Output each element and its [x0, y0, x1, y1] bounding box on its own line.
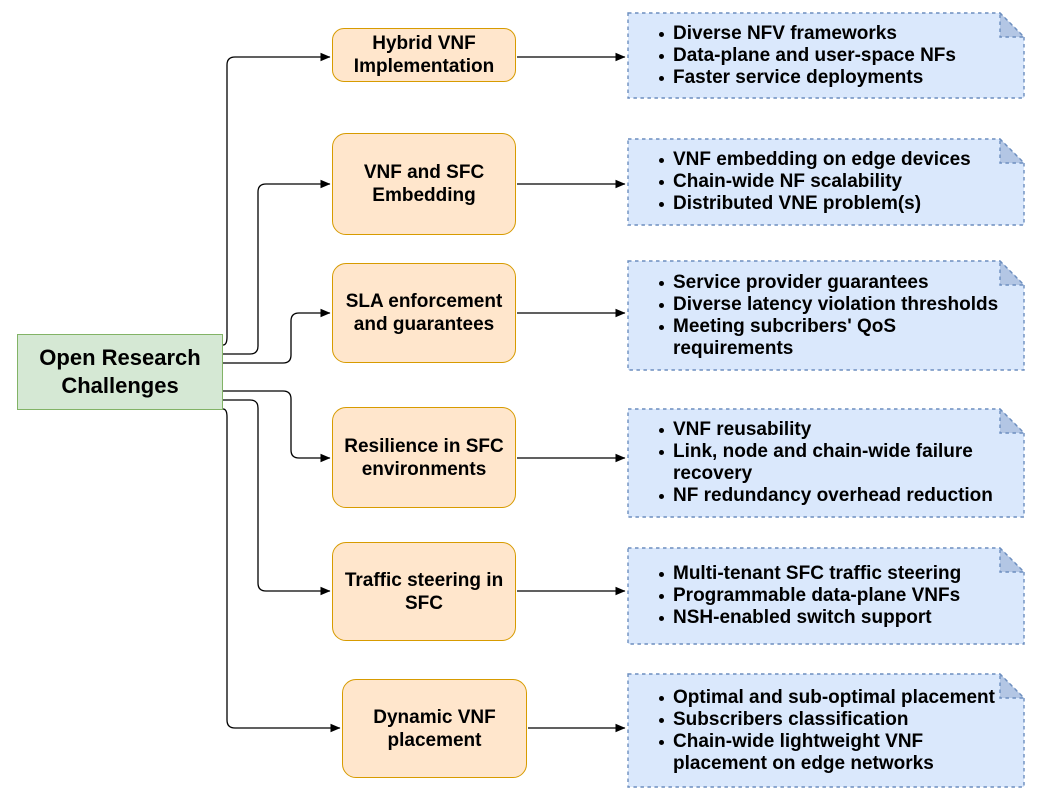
note-border	[627, 408, 1025, 518]
note-bullet: VNF embedding on edge devices	[659, 149, 1019, 171]
branch-node-label: VNF and SFC Embedding	[363, 162, 485, 206]
note-border	[627, 260, 1025, 371]
note-fold-icon	[999, 673, 1025, 699]
connector-root-to-resilience	[223, 390, 331, 463]
root-node-label: Open Research Challenges	[39, 345, 201, 398]
note-fold-icon	[999, 260, 1025, 286]
note-bullet: Faster service deployments	[659, 67, 1019, 89]
connector-root-to-hybrid-vnf	[222, 52, 331, 346]
note-fold-icon	[999, 138, 1025, 164]
note-bullet-list: Multi-tenant SFC traffic steering Progra…	[627, 563, 1025, 629]
note-bullet-list: VNF reusability Link, node and chain-wid…	[627, 419, 1025, 507]
note-border	[627, 547, 1025, 645]
note-bullet: Chain-wide lightweight VNF placement on …	[659, 731, 1019, 775]
note-dynamic-vnf-placement: Optimal and sub-optimal placement Subscr…	[627, 673, 1025, 788]
note-bullet: Distributed VNE problem(s)	[659, 193, 1019, 215]
note-bullet: Diverse latency violation thresholds	[659, 294, 1019, 316]
connector-root-to-vnf-sfc-embedding	[223, 179, 331, 355]
note-bullet: Data-plane and user-space NFs	[659, 45, 1019, 67]
note-bullet: Chain-wide NF scalability	[659, 171, 1019, 193]
note-bullet: Subscribers classification	[659, 709, 1019, 731]
note-bullet-list: Optimal and sub-optimal placement Subscr…	[627, 687, 1025, 775]
branch-node-label: Traffic steering in SFC	[344, 569, 504, 614]
note-border	[627, 138, 1025, 226]
branch-node-label: Resilience in SFC environments	[344, 435, 504, 480]
branch-node-label: Dynamic VNF placement	[373, 706, 496, 751]
root-node-open-research-challenges: Open Research Challenges	[17, 334, 223, 410]
branch-node-sla-enforcement-and-guarantees: SLA enforcement and guarantees	[332, 263, 516, 363]
note-bullet-list: Service provider guarantees Diverse late…	[627, 272, 1025, 360]
connector-root-to-dynamic-placement	[222, 408, 341, 733]
connector-root-to-sla-enforcement	[223, 308, 331, 364]
note-fold-icon	[999, 408, 1025, 434]
note-sla-enforcement-and-guarantees: Service provider guarantees Diverse late…	[627, 260, 1025, 371]
branch-node-dynamic-vnf-placement: Dynamic VNF placement	[342, 679, 527, 778]
note-fold-icon	[999, 547, 1025, 573]
note-border	[627, 673, 1025, 788]
branch-node-label: Hybrid VNF Implementation	[353, 33, 495, 77]
note-bullet-list: VNF embedding on edge devices Chain-wide…	[627, 149, 1025, 215]
note-bullet: VNF reusability	[659, 419, 1019, 441]
branch-node-vnf-and-sfc-embedding: VNF and SFC Embedding	[332, 133, 516, 235]
branch-node-traffic-steering-in-sfc: Traffic steering in SFC	[332, 542, 516, 641]
connector-root-to-traffic-steering	[223, 399, 331, 596]
branch-node-label: SLA enforcement and guarantees	[345, 291, 503, 335]
note-bullet: NSH-enabled switch support	[659, 607, 1019, 629]
note-bullet: Multi-tenant SFC traffic steering	[659, 563, 1019, 585]
note-vnf-and-sfc-embedding: VNF embedding on edge devices Chain-wide…	[627, 138, 1025, 226]
note-bullet: Meeting subcribers' QoS requirements	[659, 316, 1019, 360]
note-bullet: Optimal and sub-optimal placement	[659, 687, 1019, 709]
note-bullet: NF redundancy overhead reduction	[659, 485, 1019, 507]
note-traffic-steering-in-sfc: Multi-tenant SFC traffic steering Progra…	[627, 547, 1025, 645]
note-fold-icon	[999, 12, 1025, 38]
branch-node-resilience-in-sfc-environments: Resilience in SFC environments	[332, 407, 516, 508]
branch-node-hybrid-vnf-implementation: Hybrid VNF Implementation	[332, 28, 516, 82]
note-bullet: Programmable data-plane VNFs	[659, 585, 1019, 607]
note-border	[627, 12, 1025, 99]
note-bullet: Link, node and chain-wide failure recove…	[659, 441, 1019, 485]
note-bullet: Diverse NFV frameworks	[659, 23, 1019, 45]
note-bullet-list: Diverse NFV frameworks Data-plane and us…	[627, 23, 1025, 89]
note-bullet: Service provider guarantees	[659, 272, 1019, 294]
note-hybrid-vnf-implementation: Diverse NFV frameworks Data-plane and us…	[627, 12, 1025, 99]
note-resilience-in-sfc-environments: VNF reusability Link, node and chain-wid…	[627, 408, 1025, 518]
